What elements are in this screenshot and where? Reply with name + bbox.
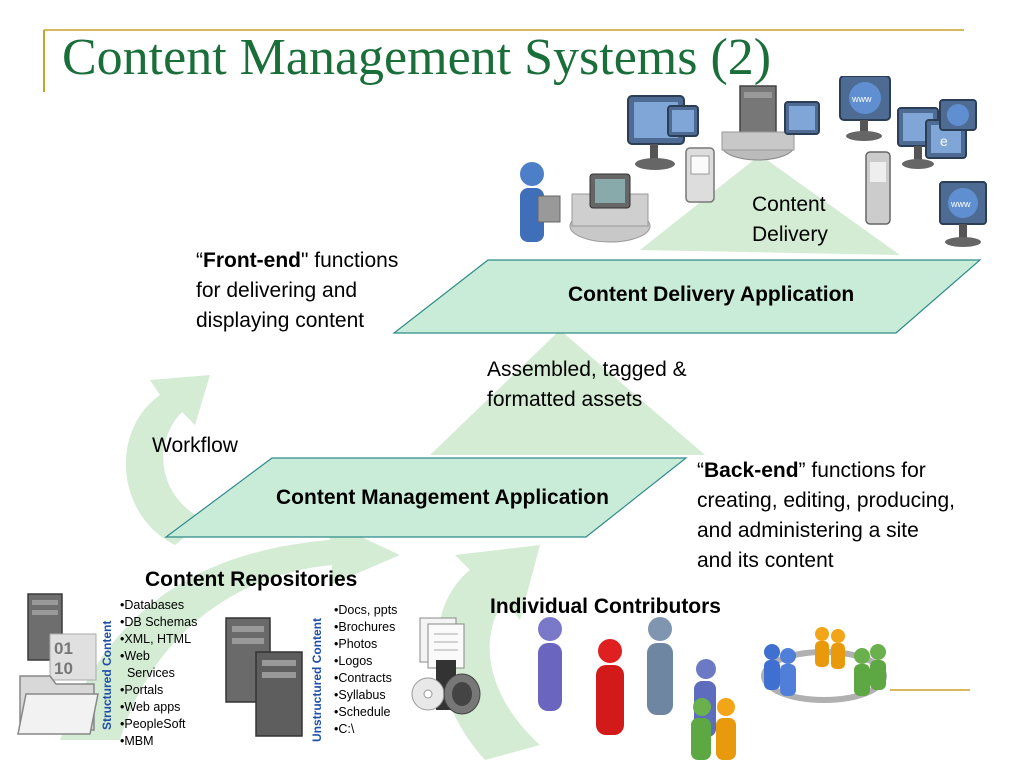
individual-contributors-title: Individual Contributors xyxy=(490,595,721,618)
content-delivery-application-box xyxy=(392,259,982,334)
contributors-people xyxy=(538,617,736,760)
list-item: •PeopleSoft xyxy=(120,717,186,731)
assembled-assets-label: Assembled, tagged & formatted assets xyxy=(487,355,687,415)
list-item: •XML, HTML xyxy=(120,632,192,646)
list-item: •Photos xyxy=(334,637,378,651)
server-towers xyxy=(225,617,303,737)
assembled-assets-arrow xyxy=(430,330,705,455)
speaker-icon xyxy=(443,673,481,715)
back-end-rest: ” functions for xyxy=(798,459,926,482)
content-delivery-arrow xyxy=(640,155,900,255)
mobile-phone-icon xyxy=(685,147,715,203)
person-icon xyxy=(691,698,711,760)
unstructured-media-icons xyxy=(411,617,481,715)
list-item: •Schedule xyxy=(334,705,391,719)
binary-data-icon: 01 10 xyxy=(49,633,97,681)
front-end-description: “Front-end" functions for delivering and… xyxy=(196,246,398,336)
list-item: •Web xyxy=(120,649,150,663)
structured-content-icons: 01 10 xyxy=(17,593,99,735)
content-management-application-label: Content Management Application xyxy=(276,486,609,509)
svg-text:www: www xyxy=(950,199,971,209)
list-item: •Portals xyxy=(120,683,164,697)
front-end-line1: “Front-end" functions xyxy=(196,249,399,272)
content-delivery-label-line1: Content xyxy=(752,193,826,216)
svg-text:01: 01 xyxy=(54,639,73,658)
team-cycle-icon xyxy=(761,627,887,703)
back-end-line2: creating, editing, producing, xyxy=(697,489,955,512)
structured-content-list: •Databases •DB Schemas •XML, HTML •Web S… xyxy=(120,597,197,750)
front-end-line2: for delivering and xyxy=(196,279,358,302)
back-end-line3: and administering a site xyxy=(697,519,919,542)
list-item: •Contracts xyxy=(334,671,392,685)
structured-content-label: Structured Content xyxy=(100,620,114,730)
page-title: Content Management Systems (2) xyxy=(62,29,772,86)
workflow-label: Workflow xyxy=(152,434,238,457)
person-icon xyxy=(716,698,736,760)
content-repositories-title: Content Repositories xyxy=(145,568,358,591)
document-stack-icon xyxy=(419,617,465,669)
content-delivery-label: Content Delivery xyxy=(752,190,828,250)
person-icon xyxy=(596,639,624,735)
list-item: •Web apps xyxy=(120,700,181,714)
globe-www-icon: www xyxy=(839,76,891,141)
assembled-line1: Assembled, tagged & xyxy=(487,358,687,381)
delivery-devices-cluster: www e xyxy=(520,76,987,247)
back-end-term: Back-end xyxy=(704,459,799,482)
content-delivery-application-label: Content Delivery Application xyxy=(568,283,855,306)
content-delivery-label-line2: Delivery xyxy=(752,223,828,246)
folder-icon xyxy=(17,675,99,735)
person-icon xyxy=(647,617,673,715)
back-end-line4: and its content xyxy=(697,549,834,572)
server-icon xyxy=(721,85,795,161)
server-icon xyxy=(255,651,303,737)
assembled-line2: formatted assets xyxy=(487,388,643,411)
front-end-term: Front-end xyxy=(203,249,301,272)
back-end-line1: “Back-end” functions for xyxy=(697,459,926,482)
svg-text:e: e xyxy=(940,133,948,149)
unstructured-content-list: •Docs, ppts •Brochures •Photos •Logos •C… xyxy=(334,602,397,738)
workflow-cycle-arrow xyxy=(125,375,210,545)
list-item: Services xyxy=(120,666,175,680)
globe-www-icon: www xyxy=(939,181,987,247)
front-end-rest: " functions xyxy=(300,249,399,272)
content-management-application-box xyxy=(164,457,688,538)
unstructured-content-label: Unstructured Content xyxy=(310,618,324,742)
person-icon xyxy=(538,617,562,711)
list-item: •Logos xyxy=(334,654,373,668)
list-item: •MBM xyxy=(120,734,154,748)
server-icon xyxy=(569,173,651,243)
list-item: •Docs, ppts xyxy=(334,603,398,617)
svg-text:www: www xyxy=(851,94,872,104)
list-item: •Brochures xyxy=(334,620,396,634)
list-item: •DB Schemas xyxy=(120,615,198,629)
cd-icon xyxy=(411,677,445,711)
list-item: •C:\ xyxy=(334,722,355,736)
svg-text:10: 10 xyxy=(54,659,73,678)
mobile-phone-icon xyxy=(865,151,891,225)
person-icon xyxy=(520,162,561,242)
globe-www-icon xyxy=(939,99,977,131)
monitor-icon xyxy=(667,105,699,137)
monitor-icon xyxy=(784,101,820,135)
list-item: •Syllabus xyxy=(334,688,386,702)
back-end-description: “Back-end” functions for creating, editi… xyxy=(697,456,955,576)
front-end-line3: displaying content xyxy=(196,309,365,332)
list-item: •Databases xyxy=(120,598,185,612)
